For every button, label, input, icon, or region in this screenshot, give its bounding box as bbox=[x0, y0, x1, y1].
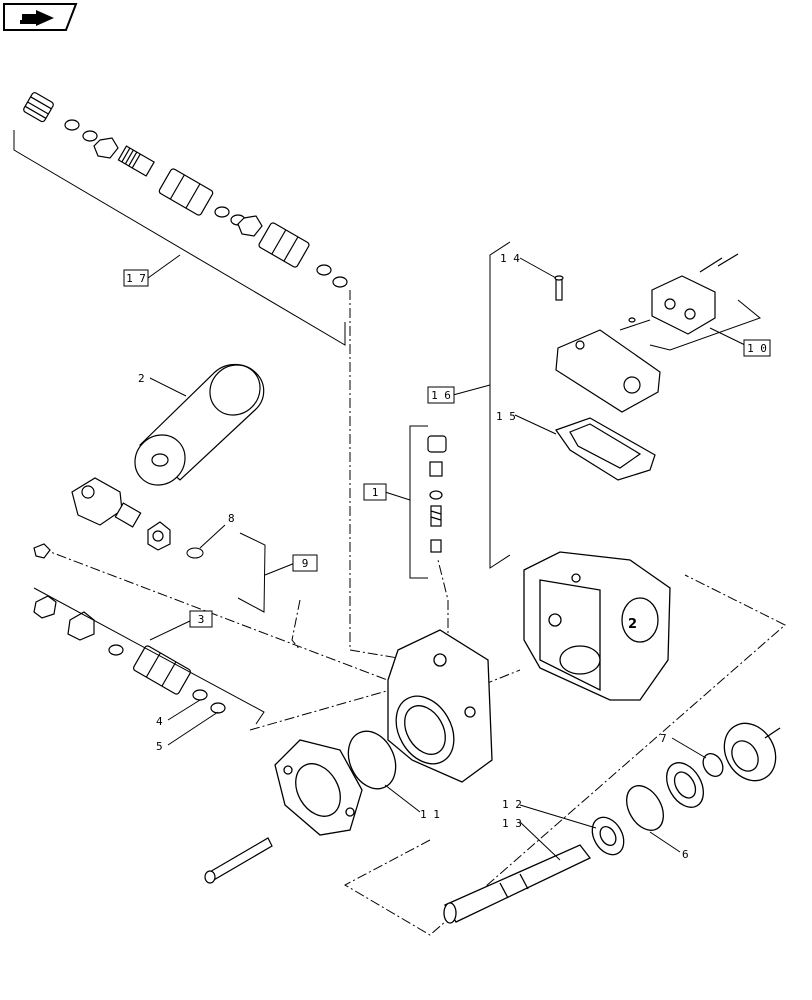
callout-10[interactable]: 1 0 bbox=[743, 339, 771, 357]
housing-marking: 2 bbox=[628, 617, 637, 632]
svg-text:1 7: 1 7 bbox=[126, 272, 146, 285]
seal-housing bbox=[666, 762, 704, 808]
callout-9[interactable]: 9 bbox=[292, 554, 318, 572]
gasket-15 bbox=[555, 417, 656, 481]
callout-12[interactable]: 1 2 bbox=[502, 798, 522, 811]
callout-4[interactable]: 4 bbox=[156, 715, 163, 728]
svg-text:1 0: 1 0 bbox=[747, 342, 767, 355]
shaft-seal-7 bbox=[702, 753, 724, 777]
svg-text:1: 1 bbox=[372, 486, 379, 499]
svg-text:9: 9 bbox=[302, 557, 309, 570]
end-cap bbox=[387, 629, 493, 783]
bearing-12 bbox=[591, 816, 625, 856]
callout-8[interactable]: 8 bbox=[228, 512, 235, 525]
filter-element-2 bbox=[134, 363, 265, 486]
assembly-1-parts bbox=[427, 435, 447, 553]
callout-1[interactable]: 1 bbox=[363, 483, 387, 501]
callout-17[interactable]: 1 7 bbox=[123, 269, 149, 287]
assembly-10-parts bbox=[628, 253, 739, 335]
callout-3[interactable]: 3 bbox=[189, 610, 213, 628]
callout-13[interactable]: 1 3 bbox=[502, 817, 522, 830]
callout-7[interactable]: 7 bbox=[660, 732, 667, 745]
svg-text:3: 3 bbox=[198, 613, 205, 626]
svg-text:1 6: 1 6 bbox=[431, 389, 451, 402]
long-bolt bbox=[204, 837, 273, 884]
o-ring-6 bbox=[626, 785, 664, 831]
callout-15[interactable]: 1 5 bbox=[496, 410, 516, 423]
adapter-flange bbox=[274, 739, 363, 836]
assembly-17-parts bbox=[23, 92, 348, 288]
callout-11[interactable]: 1 1 bbox=[420, 808, 440, 821]
assembly-3-parts bbox=[33, 595, 226, 714]
callout-6[interactable]: 6 bbox=[682, 848, 689, 861]
control-cover bbox=[555, 329, 661, 413]
return-button[interactable] bbox=[3, 3, 78, 31]
bolt-14 bbox=[554, 275, 564, 301]
drive-shaft-13 bbox=[443, 844, 592, 924]
return-arrow-icon bbox=[20, 10, 54, 26]
center-lines bbox=[39, 290, 786, 936]
callout-2[interactable]: 2 bbox=[138, 372, 145, 385]
callout-16[interactable]: 1 6 bbox=[427, 386, 455, 404]
callout-14[interactable]: 1 4 bbox=[500, 252, 520, 265]
cover-plate bbox=[723, 722, 781, 782]
callout-5[interactable]: 5 bbox=[156, 740, 163, 753]
filter-head bbox=[33, 477, 171, 559]
o-ring-11 bbox=[347, 730, 397, 790]
pump-housing bbox=[523, 551, 671, 701]
